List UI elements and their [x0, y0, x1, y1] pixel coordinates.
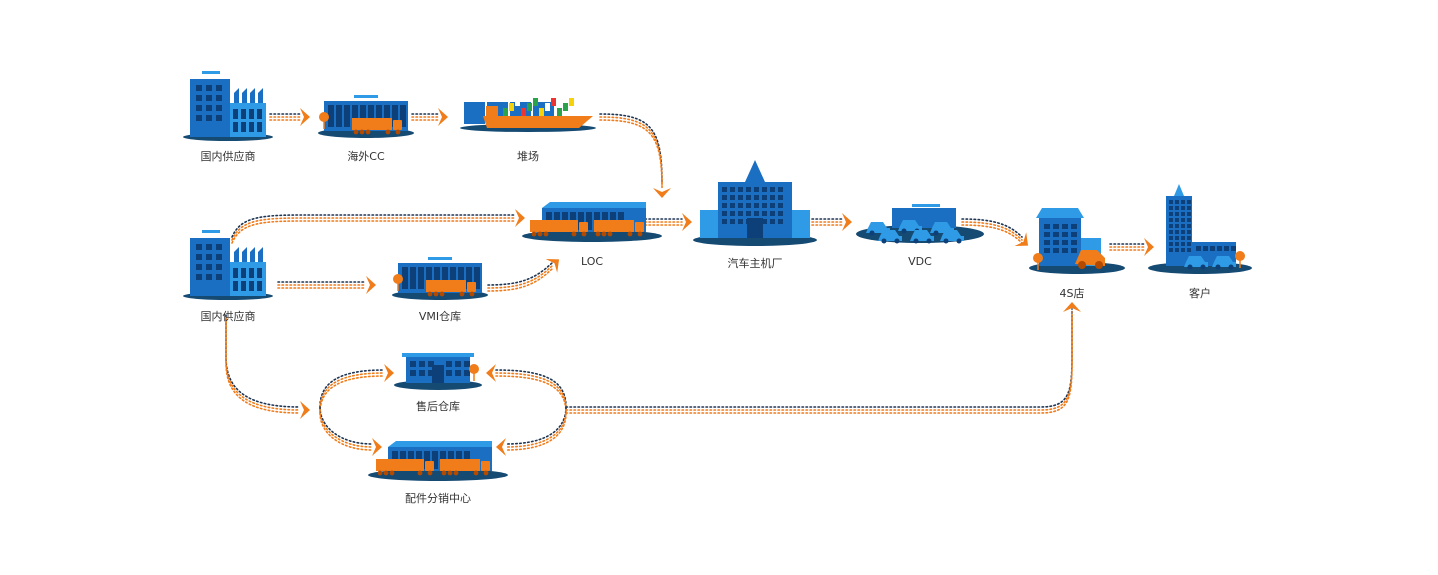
arrowhead-icon: [1144, 238, 1154, 256]
vdc-label: VDC: [908, 255, 932, 268]
supplier-bottom-label: 国内供应商: [200, 310, 256, 323]
customer-label: 客户: [1189, 287, 1211, 300]
flow-edge-overseas-cc-to-yard: [411, 108, 448, 126]
flow-edge-oem-to-vdc: [811, 213, 852, 231]
tower-cars-icon: [1148, 184, 1252, 274]
vmi-node: [392, 257, 488, 300]
flow-edge-supplier-top-to-overseas-cc: [269, 108, 310, 126]
arrowhead-icon: [496, 438, 506, 456]
yard-label: 堆场: [517, 150, 539, 163]
arrowhead-icon: [366, 276, 376, 294]
arrowhead-icon: [842, 213, 852, 231]
arrowhead-icon: [300, 401, 310, 419]
flow-edge-aftersales-to-parts-center: [496, 406, 567, 456]
flow-edge-supplier-bottom-trunk: [225, 314, 310, 419]
car-lot-icon: [856, 204, 984, 244]
arrowhead-icon: [384, 364, 394, 382]
flow-arrows: [225, 108, 1154, 456]
warehouse-trucks-icon: [522, 202, 662, 242]
oem-label: 汽车主机厂: [727, 257, 783, 270]
flow-edge-supplier-bottom-to-vmi: [277, 276, 376, 294]
warehouse-truck-icon: [318, 95, 414, 138]
flow-edge-dealer-4s-to-customer: [1109, 238, 1154, 256]
small-warehouse-icon: [394, 353, 482, 390]
supplier-top-label: 国内供应商: [200, 150, 256, 163]
vmi-label: VMI仓库: [418, 310, 462, 323]
supplier-bottom-node: [183, 230, 273, 300]
aftersales-node: [394, 353, 482, 390]
parts-center-node: [368, 441, 508, 481]
arrowhead-icon: [653, 188, 671, 198]
warehouse-trucks-icon: [368, 441, 508, 481]
dealership-car-icon: [1029, 208, 1125, 274]
dealer-4s-node: [1029, 208, 1125, 274]
parts-center-label: 配件分销中心: [405, 492, 471, 505]
yard-node: [460, 98, 596, 132]
aftersales-label: 售后仓库: [416, 400, 460, 413]
overseas-cc-node: [318, 95, 414, 138]
loc-node: [522, 202, 662, 242]
warehouse-truck-icon: [392, 257, 488, 300]
flow-edge-parts-center-to-aftersales: [486, 364, 567, 414]
arrowhead-icon: [438, 108, 448, 126]
palace-factory-icon: [693, 160, 817, 246]
flow-edge-supplier-bottom-to-parts-center: [319, 406, 382, 456]
factory-icon: [183, 230, 273, 300]
arrowhead-icon: [515, 209, 525, 227]
flow-edge-supplier-bottom-to-loc: [231, 209, 525, 244]
oem-node: [693, 160, 817, 246]
arrowhead-icon: [545, 258, 560, 273]
dealer-4s-label: 4S店: [1059, 287, 1085, 300]
arrowhead-icon: [1014, 232, 1029, 247]
supplier-top-node: [183, 71, 273, 141]
customer-node: [1148, 184, 1252, 274]
arrowhead-icon: [372, 438, 382, 456]
arrowhead-icon: [682, 213, 692, 231]
arrowhead-icon: [300, 108, 310, 126]
arrowhead-icon: [1063, 302, 1081, 312]
flow-edge-parts-center-to-dealer-4s: [565, 302, 1081, 414]
flow-edge-vmi-to-loc: [487, 258, 560, 292]
flow-edge-loc-to-oem: [644, 213, 692, 231]
flow-edge-vdc-to-dealer-4s: [961, 218, 1029, 247]
overseas-cc-label: 海外CC: [347, 150, 385, 163]
vdc-node: [856, 204, 984, 244]
flow-edge-yard-to-loc: [599, 113, 671, 198]
loc-label: LOC: [580, 255, 604, 268]
factory-icon: [183, 71, 273, 141]
arrowhead-icon: [486, 364, 496, 382]
container-ship-icon: [460, 98, 596, 132]
flow-edge-supplier-bottom-to-aftersales: [319, 364, 394, 414]
